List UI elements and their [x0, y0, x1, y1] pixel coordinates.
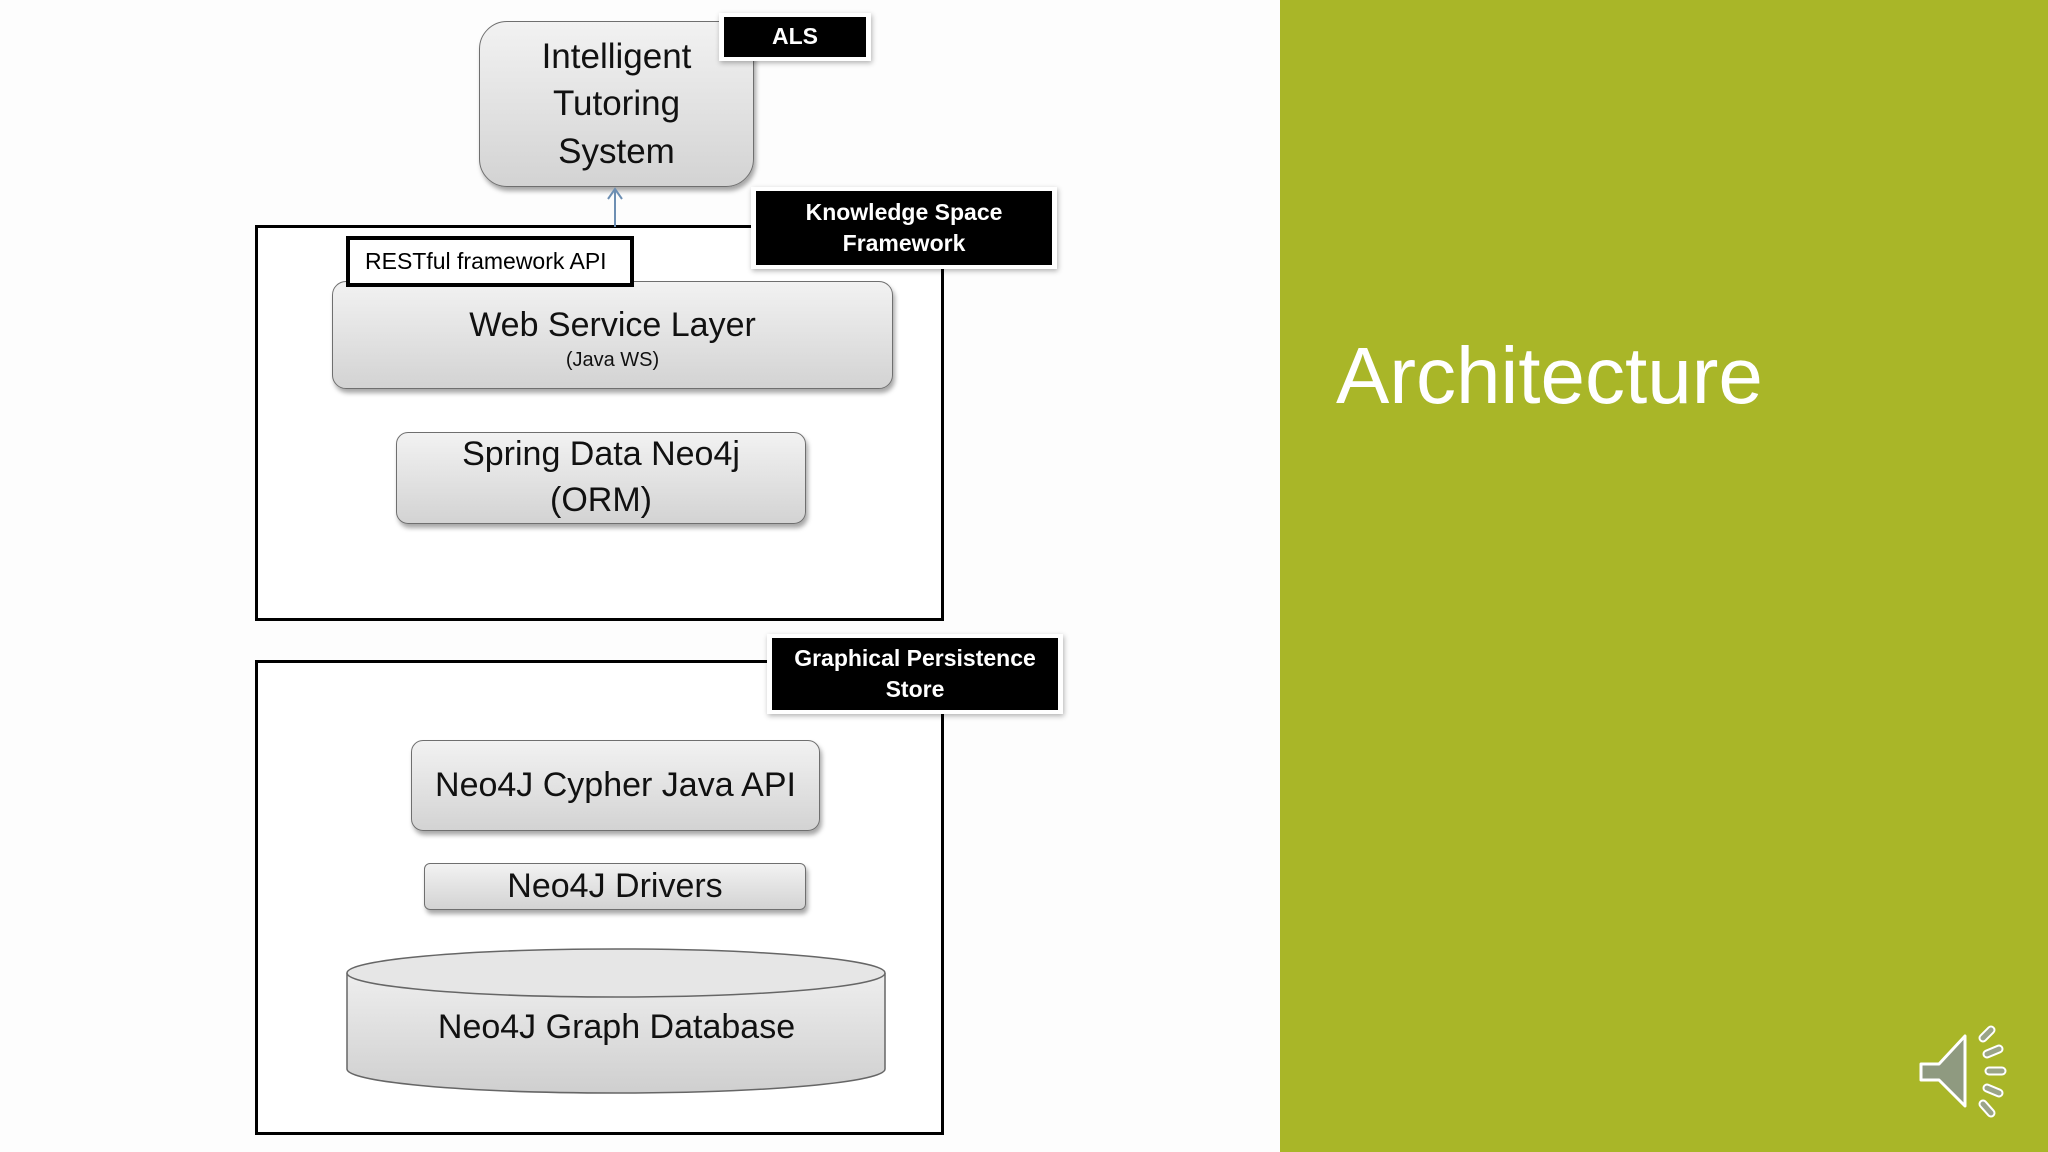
- web-service-node: Web Service Layer (Java WS): [332, 281, 893, 389]
- slide-title: Architecture: [1336, 331, 1763, 420]
- orm-line: Spring Data Neo4j: [462, 435, 740, 474]
- its-line: System: [558, 131, 675, 171]
- cypher-api-label: Neo4J Cypher Java API: [435, 766, 796, 804]
- store-tag: Graphical Persistence Store: [767, 634, 1063, 714]
- its-line: Intelligent: [541, 37, 692, 77]
- database-cylinder: [346, 948, 886, 1094]
- database-label: Neo4J Graph Database: [437, 1008, 796, 1046]
- framework-tag-line: Knowledge Space: [805, 198, 1003, 225]
- als-tag-text: ALS: [724, 17, 866, 57]
- web-service-subtitle: (Java WS): [565, 349, 660, 371]
- framework-tag: Knowledge Space Framework: [751, 187, 1057, 269]
- web-service-title: Web Service Layer: [469, 306, 756, 344]
- speaker-icon[interactable]: [1915, 1022, 2025, 1122]
- cypher-api-node: Neo4J Cypher Java API: [411, 740, 820, 831]
- orm-line: (ORM): [550, 481, 652, 519]
- store-tag-line: Store: [885, 676, 945, 702]
- framework-tag-line: Framework: [842, 230, 966, 256]
- its-node: Intelligent Tutoring System: [479, 21, 754, 187]
- title-panel: [1280, 0, 2048, 1152]
- store-tag-line: Graphical Persistence: [794, 644, 1036, 671]
- drivers-label: Neo4J Drivers: [507, 867, 723, 905]
- als-tag: ALS: [719, 13, 871, 61]
- drivers-node: Neo4J Drivers: [424, 863, 806, 910]
- its-line: Tutoring: [552, 84, 681, 124]
- arrow-up-icon: [607, 187, 623, 227]
- orm-node: Spring Data Neo4j (ORM): [396, 432, 806, 524]
- restful-api-label: RESTful framework API: [346, 236, 634, 287]
